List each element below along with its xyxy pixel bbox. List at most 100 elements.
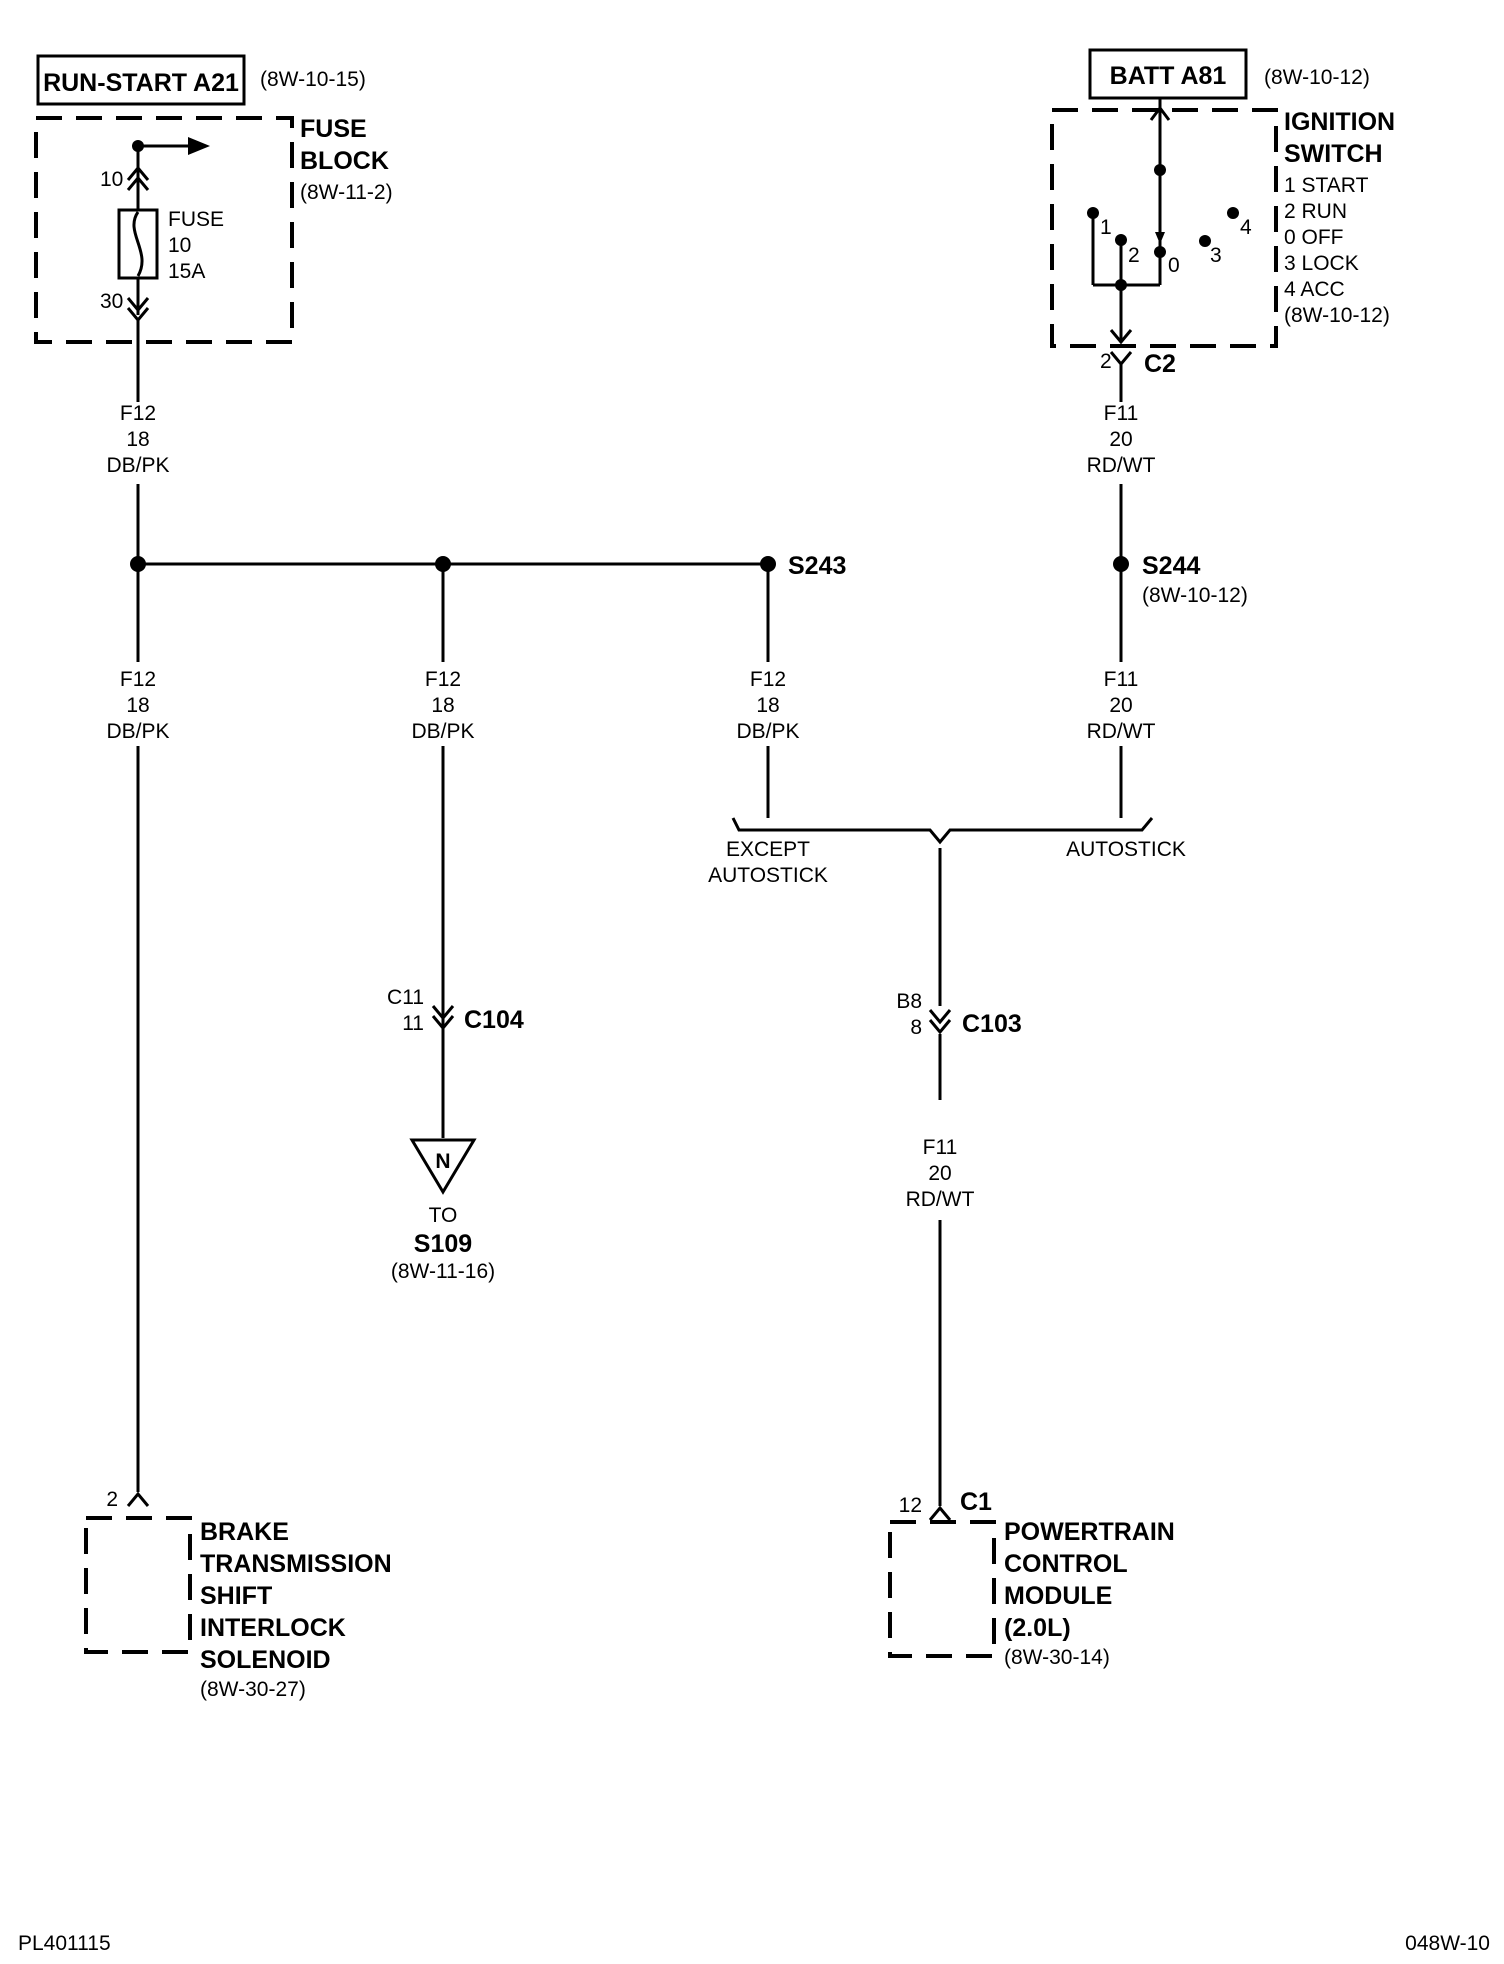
c103-label: C103 (962, 1010, 1022, 1038)
connector-chevron-icon (1109, 329, 1133, 345)
svg-text:20: 20 (928, 1162, 951, 1185)
svg-text:BRAKE: BRAKE (200, 1518, 289, 1546)
svg-text:F12: F12 (750, 668, 786, 691)
svg-text:DB/PK: DB/PK (411, 720, 474, 743)
svg-text:DB/PK: DB/PK (106, 454, 169, 477)
run-start-ref: (8W-10-15) (260, 68, 366, 91)
svg-text:B8: B8 (896, 990, 922, 1013)
svg-text:F11: F11 (1104, 668, 1139, 691)
svg-text:F12: F12 (425, 668, 461, 691)
ignition-title-1: IGNITION (1284, 108, 1395, 136)
wire-label-f12-top: F12 18 DB/PK (106, 402, 169, 477)
svg-text:11: 11 (402, 1012, 424, 1035)
offpage-to: TO (429, 1204, 458, 1227)
svg-text:F12: F12 (120, 668, 156, 691)
svg-text:DB/PK: DB/PK (106, 720, 169, 743)
svg-text:C11: C11 (387, 986, 424, 1009)
switch-contact-3 (1199, 235, 1211, 247)
contact-label-2: 2 (1128, 244, 1140, 267)
connector-chevron-icon (928, 1505, 952, 1521)
s244-ref: (8W-10-12) (1142, 584, 1248, 607)
svg-text:RD/WT: RD/WT (1087, 720, 1156, 743)
svg-text:TRANSMISSION: TRANSMISSION (200, 1550, 392, 1578)
ignition-switch: IGNITION SWITCH 1 START 2 RUN 0 OFF 3 LO… (1050, 98, 1395, 378)
svg-text:20: 20 (1109, 428, 1132, 451)
output-arrow-icon (188, 137, 210, 155)
svg-text:F12: F12 (120, 402, 156, 425)
wire-label-f11-bottom: F11 20 RD/WT (906, 1136, 975, 1211)
ignition-position-2: 2 RUN (1284, 200, 1347, 223)
offpage-target: S109 (414, 1230, 472, 1258)
svg-text:INTERLOCK: INTERLOCK (200, 1614, 346, 1642)
ignition-position-4: 3 LOCK (1284, 252, 1359, 275)
svg-text:2: 2 (106, 1488, 118, 1511)
c104-label: C104 (464, 1006, 524, 1034)
fuse-pin-top: 10 (100, 168, 123, 191)
offpage-triangle-icon (409, 1138, 477, 1195)
c103-connector: B8 8 C103 (896, 990, 1021, 1039)
switch-contact-4 (1227, 207, 1239, 219)
svg-text:CONTROL: CONTROL (1004, 1550, 1128, 1578)
footer-left: PL401115 (18, 1932, 111, 1955)
fuse-label-1: FUSE (168, 208, 224, 231)
ignition-title-2: SWITCH (1284, 140, 1383, 168)
connector-chevron-icon (126, 297, 150, 313)
svg-text:DB/PK: DB/PK (736, 720, 799, 743)
brake-shift-interlock-solenoid: 2 BRAKE TRANSMISSION SHIFT INTERLOCK SOL… (84, 1488, 392, 1701)
ignition-ref: (8W-10-12) (1284, 304, 1390, 327)
c1-label: C1 (960, 1488, 992, 1516)
contact-label-3: 3 (1210, 244, 1222, 267)
c104-connector: C11 11 C104 (387, 986, 524, 1035)
connector-chevron-icon (928, 1009, 952, 1025)
wire-label-f12-left: F12 18 DB/PK (106, 668, 169, 743)
svg-text:MODULE: MODULE (1004, 1582, 1112, 1610)
svg-text:F11: F11 (1104, 402, 1139, 425)
fuse-block-title-1: FUSE (300, 115, 367, 143)
feed-arrow-icon (1149, 105, 1171, 121)
fuse-block-ref: (8W-11-2) (300, 181, 393, 204)
svg-text:RD/WT: RD/WT (906, 1188, 975, 1211)
fuse-block-outline (34, 116, 294, 344)
svg-text:(8W-30-14): (8W-30-14) (1004, 1646, 1110, 1669)
wire-label-f12-right: F12 18 DB/PK (736, 668, 799, 743)
switch-pivot-dot (1154, 164, 1166, 176)
svg-text:F11: F11 (923, 1136, 958, 1159)
svg-text:18: 18 (126, 428, 149, 451)
wire-label-f11-top: F11 20 RD/WT (1087, 402, 1156, 477)
fuse-label-3: 15A (168, 260, 205, 283)
s243-label: S243 (788, 552, 846, 580)
svg-text:SOLENOID: SOLENOID (200, 1646, 331, 1674)
connector-chevron-icon (928, 1019, 952, 1035)
batt-label: BATT A81 (1110, 62, 1227, 90)
switch-contact-arrow-icon (1155, 232, 1165, 244)
svg-text:POWERTRAIN: POWERTRAIN (1004, 1518, 1175, 1546)
contact-label-0: 0 (1168, 254, 1180, 277)
offpage-symbol: N (435, 1150, 450, 1173)
wire-label-f12-mid: F12 18 DB/PK (411, 668, 474, 743)
offpage-reference: N TO S109 (8W-11-16) (391, 1138, 495, 1283)
svg-text:18: 18 (431, 694, 454, 717)
c2-pin: 2 (1100, 350, 1112, 373)
switch-bus-dot (1115, 279, 1127, 291)
fuse-label-2: 10 (168, 234, 191, 257)
except-autostick-1: EXCEPT (726, 838, 810, 861)
ignition-switch-outline (1050, 108, 1278, 348)
batt-ref: (8W-10-12) (1264, 66, 1370, 89)
svg-text:RD/WT: RD/WT (1087, 454, 1156, 477)
svg-text:SHIFT: SHIFT (200, 1582, 272, 1610)
svg-text:20: 20 (1109, 694, 1132, 717)
ignition-position-5: 4 ACC (1284, 278, 1345, 301)
except-autostick-2: AUTOSTICK (708, 864, 828, 887)
connector-chevron-icon (126, 1491, 150, 1507)
wire-label-f11-right: F11 20 RD/WT (1087, 668, 1156, 743)
run-start-source: RUN-START A21 (8W-10-15) (36, 54, 366, 106)
ignition-position-1: 1 START (1284, 174, 1369, 197)
autostick-label: AUTOSTICK (1066, 838, 1186, 861)
s244-label: S244 (1142, 552, 1200, 580)
svg-text:12: 12 (899, 1494, 922, 1517)
connector-chevron-icon (126, 175, 150, 191)
connector-chevron-icon (431, 1015, 455, 1031)
c2-label: C2 (1144, 350, 1176, 378)
solenoid-outline (84, 1516, 192, 1654)
